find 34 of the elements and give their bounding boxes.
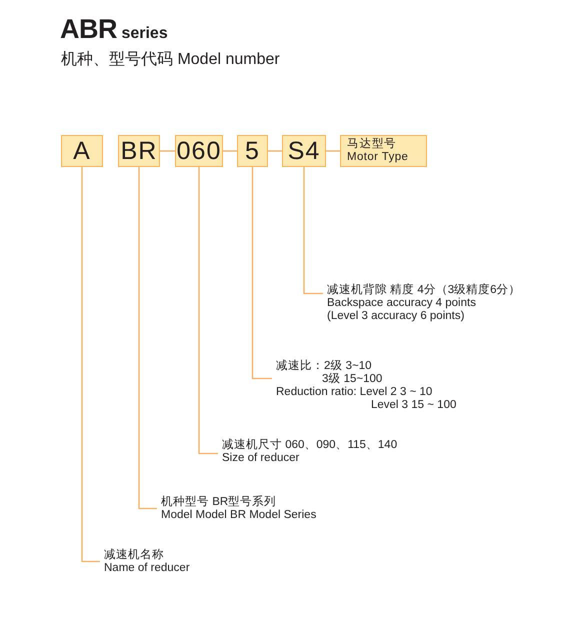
code-box (282, 135, 326, 167)
leader-line (198, 167, 218, 454)
leader-line (81, 167, 100, 562)
code-box (340, 135, 427, 167)
leader-line (138, 167, 157, 510)
callout-text: 减速机背隙 精度 4分（3级精度6分） (327, 284, 521, 297)
callout-text: Name of reducer (104, 562, 190, 575)
callout-text: 减速机尺寸 060、090、115、140 (222, 439, 398, 452)
connector-line (160, 150, 175, 152)
callout-text: 减速比：2级 3~10 (276, 360, 372, 372)
callout-text: Size of reducer (222, 452, 300, 465)
callout-text: Level 3 15 ~ 100 (371, 399, 456, 412)
code-text: 5 (245, 138, 260, 164)
callout-text: 3级 15~100 (322, 373, 382, 386)
code-text: 060 (176, 138, 222, 164)
callout-text: 机种型号 BR型号系列 (161, 496, 276, 509)
type-label: 马达型号 (347, 138, 397, 151)
code-text: A (73, 138, 91, 164)
connector-line (268, 150, 282, 152)
code-box (237, 135, 268, 167)
code-text: S4 (288, 138, 320, 164)
code-text: BR (120, 138, 158, 164)
callout-text: Model Model BR Model Series (161, 509, 316, 522)
callout-text: 减速机名称 (104, 549, 164, 562)
series-title: ABR series (60, 14, 168, 45)
connector-line (223, 150, 237, 152)
callout-text: Reduction ratio: Level 2 3 ~ 10 (276, 386, 432, 399)
connector-line (326, 150, 340, 152)
code-box (61, 135, 103, 167)
leader-line (252, 167, 272, 380)
leader-line (303, 167, 323, 294)
subtitle: 机种、型号代码 Model number (61, 50, 280, 70)
callout-text: Backspace accuracy 4 points (Level 3 accuracy 6 points) (327, 297, 477, 323)
type-label: Motor Type (347, 151, 408, 164)
